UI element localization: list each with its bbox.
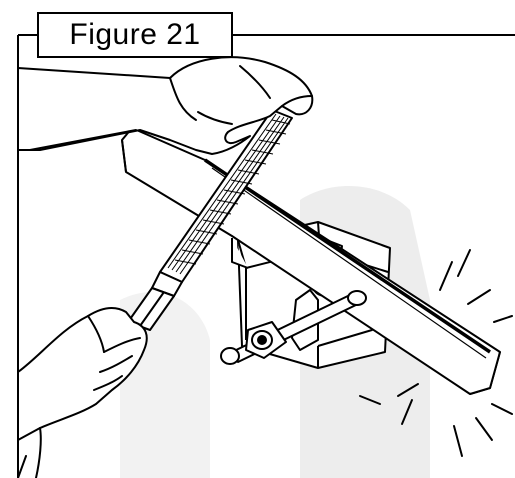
figure-label: Figure 21 — [37, 12, 233, 58]
vise-screw — [220, 290, 367, 365]
right-hand — [17, 306, 148, 478]
flat-file — [127, 109, 293, 331]
file-teeth — [167, 113, 291, 275]
motion-lines — [359, 249, 513, 457]
figure-label-text: Figure 21 — [69, 18, 201, 51]
left-hand — [17, 56, 314, 155]
